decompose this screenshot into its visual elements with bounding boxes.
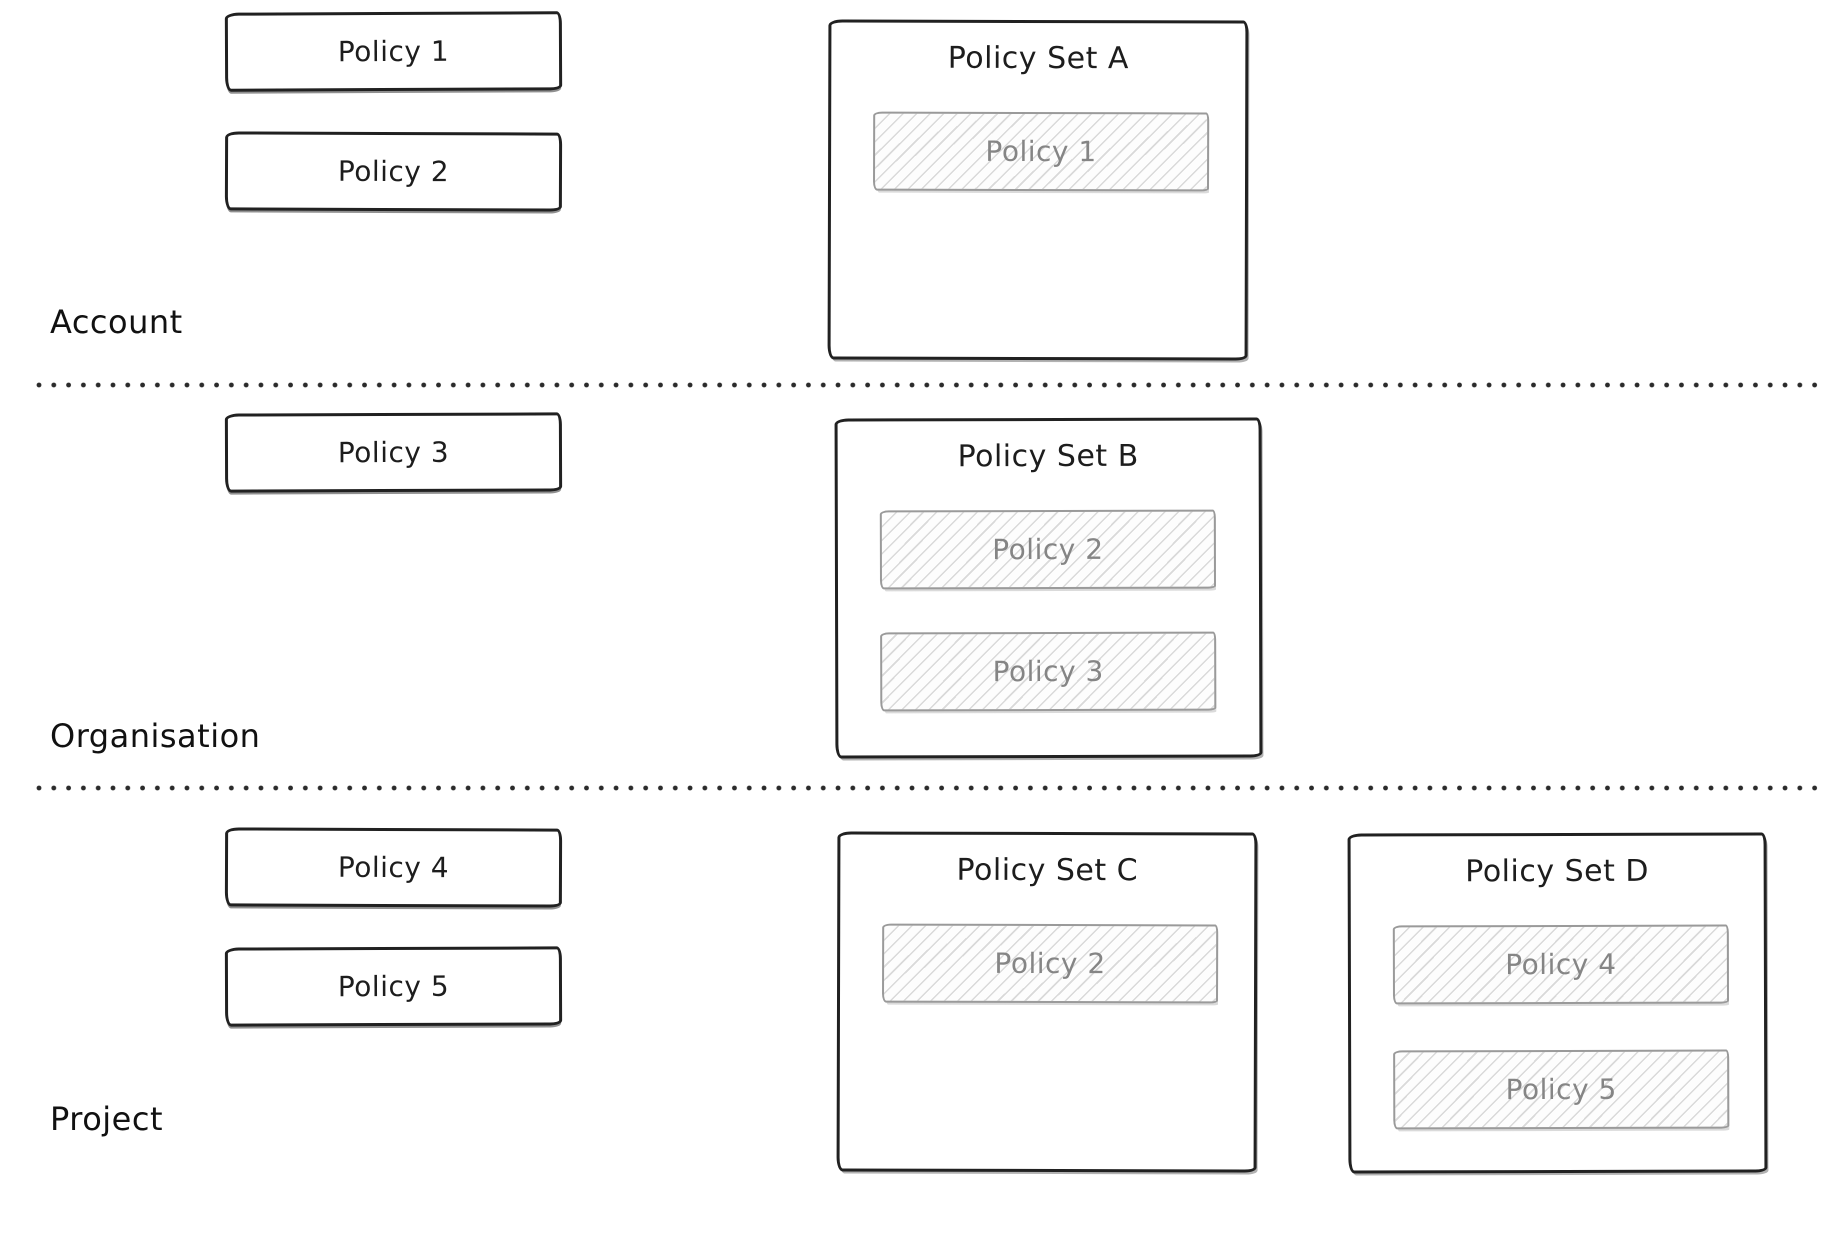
policy-box-policy-5: Policy 5: [224, 946, 563, 1027]
policy-box-label: Policy 5: [337, 969, 450, 1004]
policy-set-title: Policy Set B: [957, 438, 1139, 475]
policy-box-label: Policy 2: [337, 154, 450, 189]
divider-organisation-project: [36, 785, 1826, 791]
policy-set-b: Policy Set B Policy 2 Policy 3: [834, 417, 1263, 759]
policy-set-a-member-policy-1: Policy 1: [872, 111, 1210, 192]
policy-box-policy-3: Policy 3: [224, 412, 563, 493]
tier-label-account: Account: [50, 303, 183, 341]
policy-set-d-member-policy-4: Policy 4: [1392, 924, 1730, 1005]
policy-box-label: Policy 4: [337, 850, 450, 885]
tier-label-organisation: Organisation: [50, 717, 261, 755]
policy-set-b-member-policy-3: Policy 3: [880, 631, 1217, 712]
policy-set-c: Policy Set C Policy 2: [836, 831, 1258, 1173]
policy-set-d: Policy Set D Policy 4 Policy 5: [1347, 832, 1768, 1174]
policy-set-member-label: Policy 3: [992, 654, 1104, 689]
policy-set-title: Policy Set D: [1465, 853, 1650, 890]
policy-set-member-label: Policy 4: [1505, 947, 1617, 982]
policy-box-policy-2: Policy 2: [224, 131, 563, 212]
policy-box-label: Policy 3: [337, 435, 450, 470]
policy-box-policy-1: Policy 1: [224, 11, 563, 92]
policy-set-a: Policy Set A Policy 1: [827, 19, 1249, 361]
policy-set-member-label: Policy 5: [1505, 1072, 1617, 1107]
policy-set-c-member-policy-2: Policy 2: [881, 923, 1219, 1004]
policy-set-member-label: Policy 2: [994, 946, 1106, 981]
policy-set-b-member-policy-2: Policy 2: [879, 509, 1217, 590]
policy-set-member-label: Policy 2: [992, 532, 1104, 567]
policy-set-d-member-policy-5: Policy 5: [1393, 1049, 1730, 1130]
divider-account-organisation: [36, 382, 1826, 388]
policy-set-title: Policy Set C: [956, 852, 1139, 889]
tier-label-project: Project: [50, 1100, 163, 1138]
policy-set-title: Policy Set A: [947, 40, 1129, 77]
policy-box-label: Policy 1: [337, 34, 450, 69]
policy-box-policy-4: Policy 4: [224, 827, 563, 908]
policy-set-member-label: Policy 1: [985, 134, 1097, 169]
